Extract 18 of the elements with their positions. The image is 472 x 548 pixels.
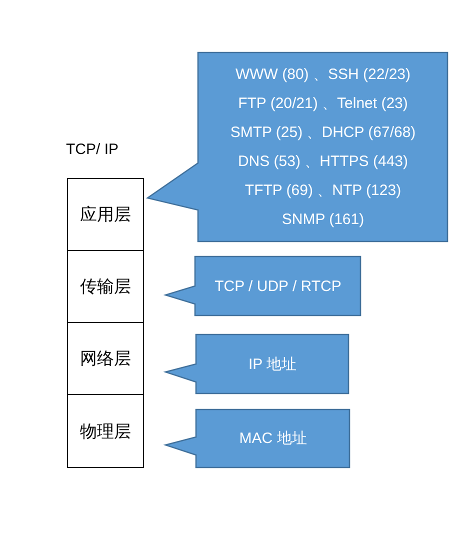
callout-text: TFTP (69) 、NTP (123): [244, 181, 402, 201]
layer-box: [67, 394, 144, 468]
callout-text: DNS (53) 、HTTPS (443): [238, 152, 408, 172]
callout-text: MAC 地址: [239, 429, 307, 449]
callout-text: WWW (80) 、SSH (22/23): [235, 65, 411, 85]
callout-text: SMTP (25) 、DHCP (67/68): [230, 123, 416, 143]
callout-text: FTP (20/21) 、Telnet (23): [238, 94, 408, 114]
callout-text: IP 地址: [248, 354, 297, 374]
layer-name: 网络层: [80, 348, 131, 370]
diagram-title: TCP/ IP: [66, 141, 119, 158]
layer-name: 物理层: [80, 420, 131, 442]
layer-box: [67, 178, 144, 251]
callout-text: TCP / UDP / RTCP: [214, 276, 342, 296]
layer-box: [67, 250, 144, 323]
layer-name: 传输层: [80, 276, 131, 298]
layer-name: 应用层: [80, 204, 131, 226]
layer-box: [67, 322, 144, 395]
callout-text: SNMP (161): [282, 210, 364, 230]
